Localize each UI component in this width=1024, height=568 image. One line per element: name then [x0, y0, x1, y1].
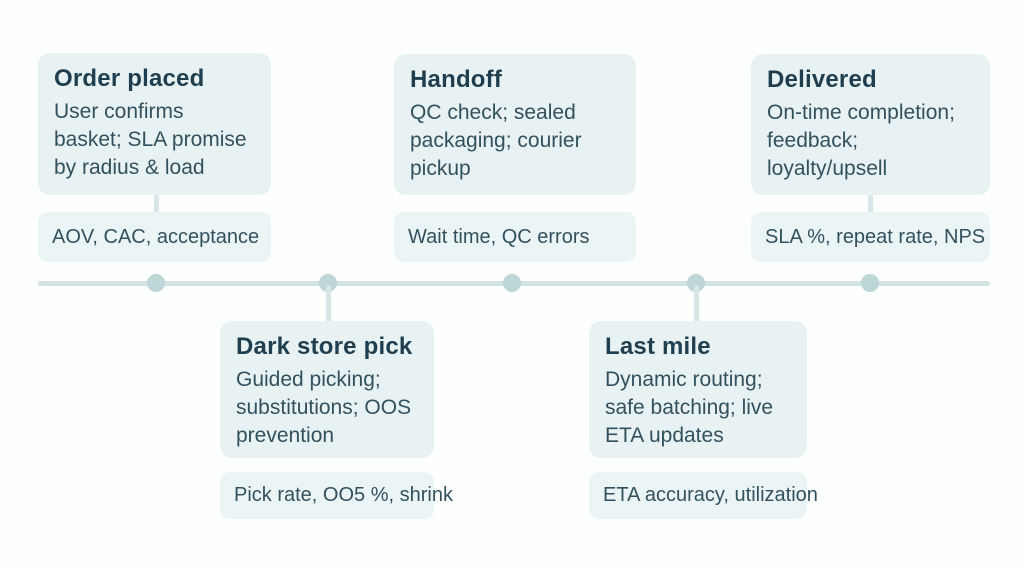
- timeline-dot-order-placed: [147, 274, 165, 292]
- metrics-text-handoff: Wait time, QC errors: [408, 225, 590, 248]
- metrics-text-dark-store-pick: Pick rate, OO5 %, shrink: [234, 484, 453, 506]
- stage-description-order-placed: User confirms basket; SLA promise by rad…: [54, 100, 247, 179]
- stage-card-delivered: Delivered On-time completion; feedback; …: [751, 54, 990, 195]
- metrics-chip-last-mile: ETA accuracy, utilization: [589, 472, 818, 519]
- stage-title-delivered: Delivered: [767, 66, 877, 93]
- metrics-text-order-placed: AOV, CAC, acceptance: [52, 225, 260, 248]
- connector-order-placed: [154, 195, 159, 214]
- timeline-dot-handoff: [503, 274, 521, 292]
- timeline-dot-dark-store-pick: [319, 274, 337, 292]
- connector-dark-store-pick: [326, 285, 331, 322]
- timeline-dot-last-mile: [687, 274, 705, 292]
- stage-card-handoff: Handoff QC check; sealed packaging; cour…: [394, 54, 636, 195]
- stage-description-delivered: On-time completion; feedback; loyalty/up…: [767, 101, 955, 180]
- metrics-chip-order-placed: AOV, CAC, acceptance: [38, 212, 271, 262]
- stage-title-order-placed: Order placed: [54, 65, 205, 92]
- stage-card-order-placed: Order placed User confirms basket; SLA p…: [38, 53, 271, 195]
- stage-title-last-mile: Last mile: [605, 333, 711, 360]
- metrics-chip-dark-store-pick: Pick rate, OO5 %, shrink: [220, 472, 453, 519]
- stage-description-last-mile: Dynamic routing; safe batching; live ETA…: [605, 368, 774, 447]
- metrics-chip-delivered: SLA %, repeat rate, NPS: [751, 212, 990, 262]
- connector-last-mile: [694, 285, 699, 322]
- stage-card-last-mile: Last mile Dynamic routing; safe batching…: [589, 321, 807, 458]
- metrics-text-delivered: SLA %, repeat rate, NPS: [765, 225, 986, 248]
- metrics-chip-handoff: Wait time, QC errors: [394, 212, 636, 262]
- stage-card-dark-store-pick: Dark store pick Guided picking; substitu…: [220, 321, 434, 458]
- timeline-dot-delivered: [861, 274, 879, 292]
- connector-delivered: [868, 195, 873, 214]
- metrics-text-last-mile: ETA accuracy, utilization: [603, 484, 818, 506]
- stage-title-dark-store-pick: Dark store pick: [236, 333, 413, 360]
- stage-description-dark-store-pick: Guided picking; substitutions; OOS preve…: [236, 368, 412, 447]
- stage-title-handoff: Handoff: [410, 66, 503, 93]
- stage-description-handoff: QC check; sealed packaging; courier pick…: [410, 101, 582, 180]
